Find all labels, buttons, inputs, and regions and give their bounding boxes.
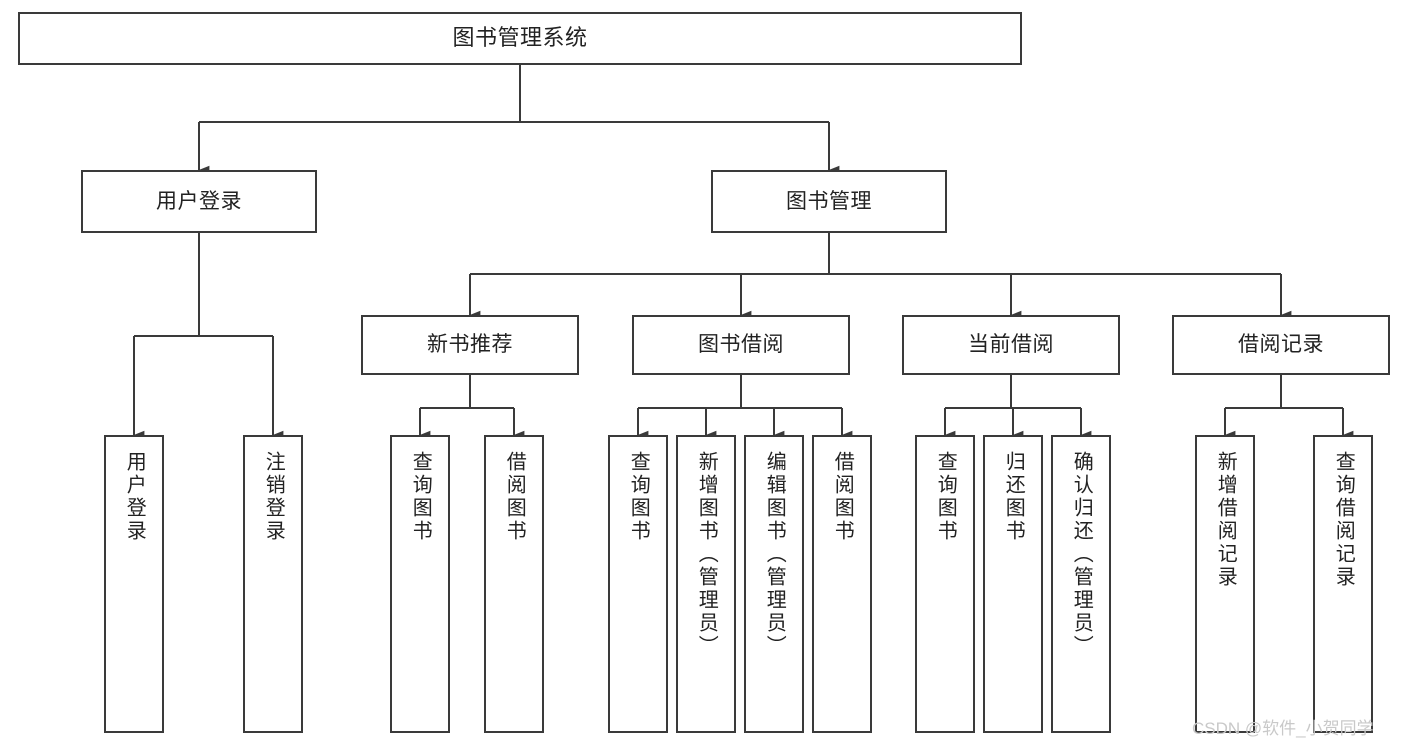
- node-bookmgmt[interactable]: 图书管理: [711, 170, 947, 233]
- node-label-cu_return: 归还图书: [1002, 451, 1025, 543]
- node-label-login: 用户登录: [156, 189, 242, 213]
- node-newbook[interactable]: 新书推荐: [361, 315, 579, 375]
- node-label-nb_query: 查询图书: [409, 451, 432, 543]
- node-borrow[interactable]: 图书借阅: [632, 315, 850, 375]
- node-cu_return[interactable]: 归还图书: [983, 435, 1043, 733]
- node-nb_borrow[interactable]: 借阅图书: [484, 435, 544, 733]
- node-cu_confirm[interactable]: 确认归还（管理员）: [1051, 435, 1111, 733]
- node-label-bw_edit: 编辑图书（管理员）: [763, 451, 786, 658]
- node-root[interactable]: 图书管理系统: [18, 12, 1022, 65]
- node-rc_add[interactable]: 新增借阅记录: [1195, 435, 1255, 733]
- node-bw_edit[interactable]: 编辑图书（管理员）: [744, 435, 804, 733]
- node-rc_query[interactable]: 查询借阅记录: [1313, 435, 1373, 733]
- node-label-bw_add: 新增图书（管理员）: [695, 451, 718, 658]
- node-label-nb_borrow: 借阅图书: [503, 451, 526, 543]
- node-login_in[interactable]: 用户登录: [104, 435, 164, 733]
- node-label-borrow: 图书借阅: [698, 333, 784, 357]
- node-label-cu_query: 查询图书: [934, 451, 957, 543]
- node-label-newbook: 新书推荐: [427, 333, 513, 357]
- node-login[interactable]: 用户登录: [81, 170, 317, 233]
- csdn-watermark: CSDN @软件_小贺同学: [1192, 719, 1374, 738]
- node-label-current: 当前借阅: [968, 333, 1054, 357]
- node-login_out[interactable]: 注销登录: [243, 435, 303, 733]
- node-label-cu_confirm: 确认归还（管理员）: [1070, 451, 1093, 658]
- node-nb_query[interactable]: 查询图书: [390, 435, 450, 733]
- node-cu_query[interactable]: 查询图书: [915, 435, 975, 733]
- node-label-root: 图书管理系统: [452, 25, 588, 51]
- node-label-bookmgmt: 图书管理: [786, 189, 872, 213]
- connector-lines: [132, 65, 1354, 440]
- node-bw_borrow[interactable]: 借阅图书: [812, 435, 872, 733]
- node-label-rc_add: 新增借阅记录: [1214, 451, 1237, 589]
- node-bw_add[interactable]: 新增图书（管理员）: [676, 435, 736, 733]
- node-bw_query[interactable]: 查询图书: [608, 435, 668, 733]
- node-label-login_in: 用户登录: [123, 451, 146, 543]
- node-label-bw_borrow: 借阅图书: [831, 451, 854, 543]
- node-label-rc_query: 查询借阅记录: [1332, 451, 1355, 589]
- node-label-bw_query: 查询图书: [627, 451, 650, 543]
- node-records[interactable]: 借阅记录: [1172, 315, 1390, 375]
- node-label-login_out: 注销登录: [262, 451, 285, 543]
- node-current[interactable]: 当前借阅: [902, 315, 1120, 375]
- node-label-records: 借阅记录: [1238, 333, 1324, 357]
